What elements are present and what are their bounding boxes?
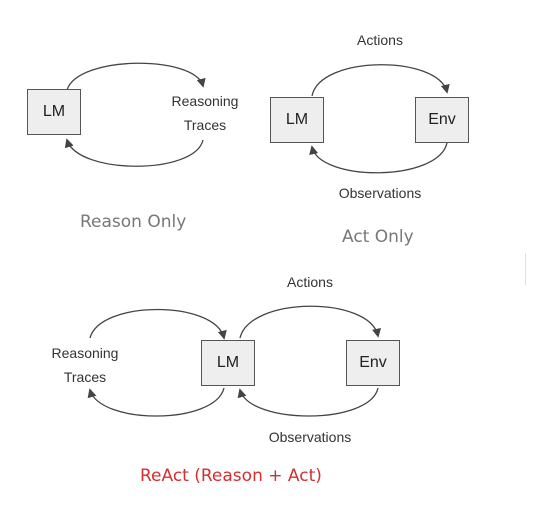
act-only-actions-label: Actions — [357, 32, 403, 48]
react-observations-label: Observations — [268, 429, 352, 445]
act-only-observations-arrow — [309, 142, 448, 174]
act-only-env-label: Env — [428, 111, 456, 128]
reason-only-lm-box: LM — [27, 89, 81, 135]
reason-only-caption: Reason Only — [80, 212, 187, 232]
react-actions-label: Actions — [287, 274, 333, 290]
react-observations-arrow — [237, 387, 379, 417]
act-only-lm-label: LM — [285, 111, 309, 128]
react-env-box: Env — [346, 340, 400, 386]
react-env-label: Env — [359, 354, 387, 371]
react-lm-box: LM — [201, 340, 255, 386]
act-only-lm-box: LM — [270, 97, 324, 143]
act-only-caption: Act Only — [342, 227, 414, 247]
act-only-env-box: Env — [415, 97, 469, 143]
reason-only-traces-line1: Reasoning — [171, 93, 239, 109]
react-traces-bottom-arrow — [87, 387, 225, 417]
react-lm-label: LM — [216, 354, 240, 371]
divider-tick — [525, 253, 526, 285]
reason-only-traces-line2: Traces — [183, 116, 227, 133]
reason-only-bottom-arrow — [64, 138, 204, 167]
reason-only-traces-label: Reasoning Traces — [165, 90, 245, 138]
reason-only-top-arrow — [66, 62, 206, 91]
react-traces-line2: Traces — [63, 368, 107, 385]
act-only-observations-label: Observations — [338, 185, 422, 201]
react-actions-arrow — [239, 305, 382, 339]
act-only-actions-arrow — [311, 64, 450, 97]
react-traces-label: Reasoning Traces — [40, 342, 130, 390]
react-caption: ReAct (Reason + Act) — [140, 466, 322, 486]
react-traces-top-arrow — [89, 308, 227, 340]
react-traces-line1: Reasoning — [51, 345, 119, 361]
reason-only-lm-label: LM — [42, 103, 66, 120]
